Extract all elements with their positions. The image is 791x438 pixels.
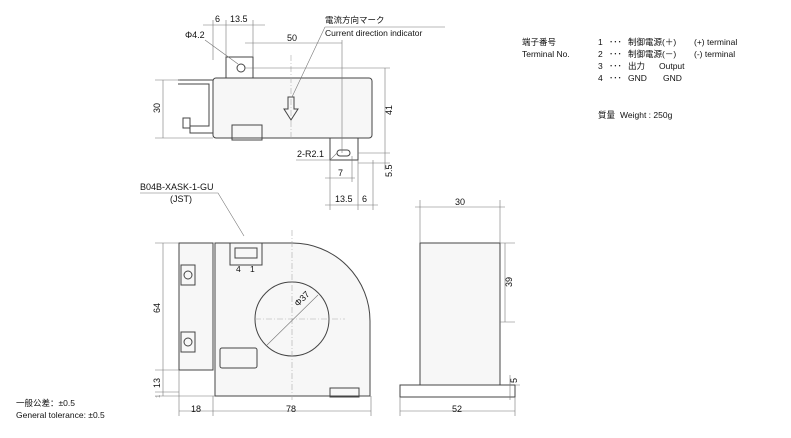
sensor-body-top — [212, 77, 373, 139]
svg-text:GND: GND — [628, 73, 647, 83]
terminal-table: 端子番号 Terminal No. 1 ･･･ 制御電源(＋) (+) term… — [522, 37, 737, 120]
svg-text:3: 3 — [598, 61, 603, 71]
bottom-tab — [329, 137, 359, 161]
dim-39: 39 — [504, 277, 514, 287]
svg-text:制御電源(＋): 制御電源(＋) — [628, 37, 676, 47]
indicator-label-en: Current direction indicator — [325, 28, 422, 38]
weight-label-jp: 質量 — [598, 110, 616, 120]
dim-52: 52 — [452, 404, 462, 414]
dim-50: 50 — [287, 33, 297, 43]
svg-text:4: 4 — [598, 73, 603, 83]
svg-text:(+) terminal: (+) terminal — [694, 37, 737, 47]
dim-41: 41 — [384, 105, 394, 115]
sensor-body-side — [419, 242, 501, 386]
mounting-hole — [236, 63, 246, 73]
svg-text:･･･: ･･･ — [609, 37, 622, 47]
svg-text:･･･: ･･･ — [609, 49, 622, 59]
terminal-row: 4 ･･･ GND GND — [598, 73, 682, 83]
svg-text:出力: 出力 — [628, 61, 645, 71]
mounting-tab — [225, 56, 254, 79]
terminal-row: 1 ･･･ 制御電源(＋) (+) terminal — [598, 37, 737, 47]
terminal-heading-en: Terminal No. — [522, 49, 570, 59]
pin-1-label: 1 — [250, 264, 255, 274]
dim-6: 6 — [215, 14, 220, 24]
dim-13-5: 13.5 — [230, 14, 248, 24]
svg-text:1: 1 — [598, 37, 603, 47]
hole-diameter-label: Φ4.2 — [185, 30, 205, 40]
connector-front — [229, 242, 263, 266]
tolerance-jp: 一般公差：±0.5 — [16, 398, 75, 408]
svg-text:2: 2 — [598, 49, 603, 59]
svg-text:Output: Output — [659, 61, 685, 71]
dim-18: 18 — [191, 404, 201, 414]
terminal-row: 2 ･･･ 制御電源(－) (-) terminal — [598, 49, 735, 59]
current-direction-arrow-icon — [283, 96, 299, 121]
dim-13-5-b: 13.5 — [335, 194, 353, 204]
dim-5: 5 — [509, 378, 519, 383]
svg-text:GND: GND — [663, 73, 682, 83]
svg-text:(-) terminal: (-) terminal — [694, 49, 735, 59]
base-plate — [399, 384, 516, 398]
terminal-heading-jp: 端子番号 — [522, 37, 556, 47]
bracket — [178, 79, 213, 134]
pin-4-label: 4 — [236, 264, 241, 274]
terminal-row: 3 ･･･ 出力 Output — [598, 61, 685, 71]
weight-label-en: Weight : 250g — [620, 110, 673, 120]
left-block — [178, 242, 214, 371]
indicator-label-jp: 電流方向マーク — [325, 15, 385, 25]
side-view: 30 39 5 52 — [399, 197, 520, 416]
screw-upper — [180, 264, 196, 286]
dim-13: 13 — [152, 378, 162, 388]
label-window — [219, 347, 258, 369]
svg-text:制御電源(－): 制御電源(－) — [628, 49, 676, 59]
dim-1: 1 — [156, 394, 162, 398]
dim-6-b: 6 — [362, 194, 367, 204]
svg-text:･･･: ･･･ — [609, 73, 622, 83]
dim-7: 7 — [338, 168, 343, 178]
slot — [336, 149, 351, 157]
tolerance-en: General tolerance: ±0.5 — [16, 410, 105, 420]
screw-lower — [180, 331, 196, 353]
dim-78: 78 — [286, 404, 296, 414]
dim-30-side: 30 — [455, 197, 465, 207]
screw — [182, 117, 191, 129]
dim-5-5: 5.5 — [384, 164, 394, 177]
connector-part-label: B04B-XASK-1-GU — [140, 182, 214, 192]
top-view: 6 13.5 Φ4.2 50 電流方向マーク Current direction… — [152, 14, 445, 210]
sensor-body-front — [214, 242, 371, 397]
svg-text:･･･: ･･･ — [609, 61, 622, 71]
slot-label: 2-R2.1 — [297, 149, 324, 159]
connector-maker-label: (JST) — [170, 194, 192, 204]
bottom-tab-front — [329, 387, 360, 398]
dim-64: 64 — [152, 303, 162, 313]
connector-top — [231, 124, 263, 141]
front-view: Φ37 4 1 64 13 1 18 78 — [152, 230, 372, 416]
dim-30: 30 — [152, 103, 162, 113]
